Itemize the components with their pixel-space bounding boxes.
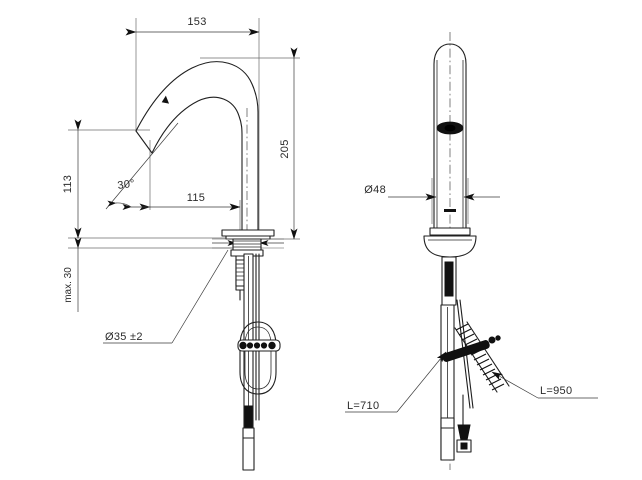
faucet-side-undercounter-assembly [235, 253, 281, 471]
callout-hose-950: L=950 [491, 371, 598, 399]
callout-hose-710: L=710 [345, 351, 447, 413]
faucet-side-deck-flange [212, 229, 284, 257]
dimension-115-label: 115 [187, 192, 205, 204]
dimension-153-label: 153 [187, 16, 206, 28]
dimension-d48: Ø48 [364, 178, 500, 224]
dimension-153: 153 [125, 16, 260, 36]
dimension-113-label: 113 [62, 175, 74, 193]
dimension-max-30-label: max. 30 [63, 267, 74, 303]
faucet-front-undercounter-assembly [440, 256, 510, 461]
side-view-extension-lines [68, 18, 300, 249]
front-view-group: Ø48 [345, 32, 598, 470]
callout-hose-950-label: L=950 [540, 385, 572, 397]
dimension-d48-label: Ø48 [364, 184, 386, 196]
corrugated-hose [454, 321, 510, 393]
faucet-side-profile [135, 61, 259, 237]
dimension-angle-30: 30° [105, 122, 179, 210]
faucet-front-deck-flange [423, 227, 477, 258]
faucet-front-body [433, 43, 467, 229]
dimension-115: 115 [139, 192, 241, 211]
dimension-205: 205 [279, 47, 298, 240]
callout-hole-diameter-label: Ø35 ±2 [105, 331, 143, 343]
callout-hole-diameter: Ø35 ±2 [103, 249, 229, 344]
callout-hose-710-label: L=710 [347, 400, 379, 412]
dimension-angle-30-label: 30° [117, 178, 136, 192]
dimension-205-label: 205 [279, 139, 291, 158]
dimension-max-30: max. 30 [63, 237, 82, 312]
dimension-113: 113 [62, 119, 82, 239]
side-view-group: 153 205 113 max. 30 115 30° [62, 16, 300, 471]
